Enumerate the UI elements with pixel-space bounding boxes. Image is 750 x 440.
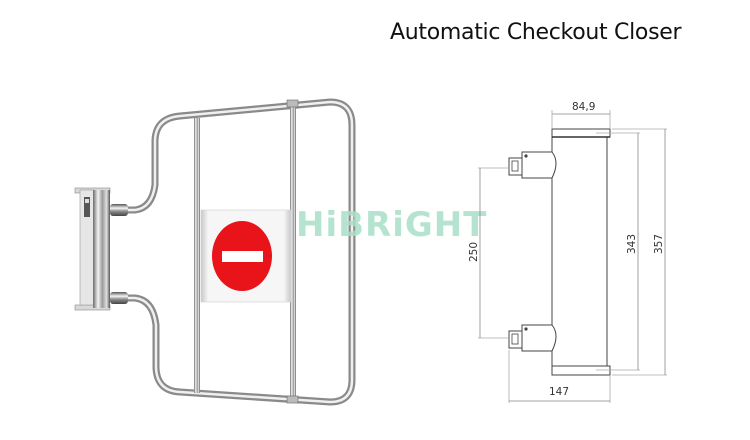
dim-bottom-width: 147 [549, 386, 569, 398]
gate-photo: HiBRiGHT [74, 98, 487, 406]
page-title: Automatic Checkout Closer [390, 20, 682, 45]
dim-top-width: 84,9 [572, 101, 595, 113]
hinge-post [74, 187, 128, 311]
dim-body-height: 343 [626, 234, 638, 254]
dim-total-height: 357 [653, 234, 665, 254]
technical-drawing [478, 110, 667, 403]
dim-mount-spacing: 250 [468, 242, 480, 262]
no-entry-icon [212, 221, 272, 291]
watermark: HiBRiGHT [296, 205, 487, 245]
